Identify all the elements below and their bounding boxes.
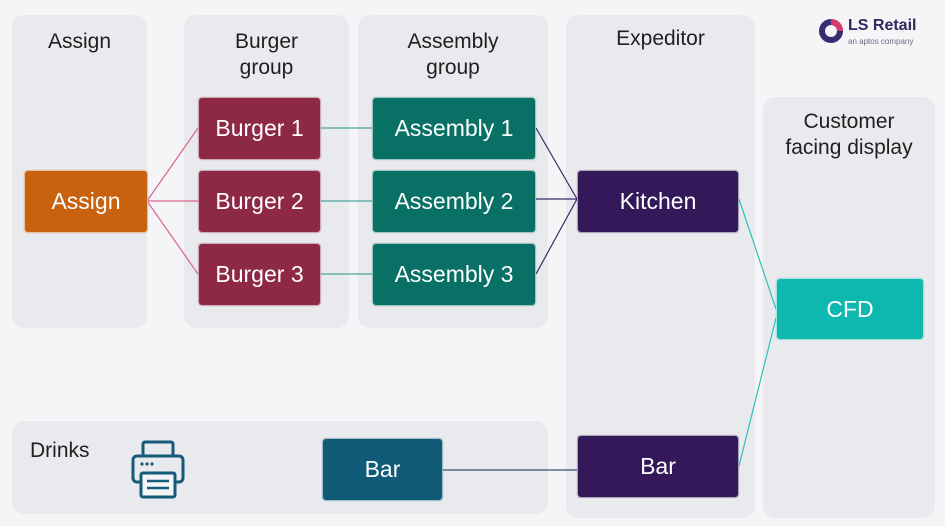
drinks-bar-node[interactable]: Bar — [322, 438, 443, 501]
ls-retail-logo: LS Retail an aptos company — [818, 16, 928, 52]
assign-panel-title: Assign — [47, 30, 112, 53]
kitchen-node[interactable]: Kitchen — [577, 170, 739, 233]
link-kitchen-cfd — [738, 198, 777, 310]
logo-name: LS Retail — [848, 17, 917, 34]
burger-1-node[interactable]: Burger 1 — [198, 97, 321, 160]
link-assembly3-kitchen — [535, 198, 578, 275]
expeditor-panel: Expeditor — [566, 15, 755, 518]
ls-retail-logo-icon — [819, 19, 843, 43]
link-assign-burger1 — [146, 127, 199, 202]
logo-tagline: an aptos company — [848, 37, 914, 46]
assembly-1-node[interactable]: Assembly 1 — [372, 97, 536, 160]
expeditor-bar-node[interactable]: Bar — [577, 435, 739, 498]
assign-node[interactable]: Assign — [24, 170, 148, 233]
link-assign-burger3 — [146, 200, 199, 275]
printer-icon — [131, 440, 185, 499]
expeditor-panel-title: Expeditor — [616, 27, 705, 50]
customer-display-panel-title: Customer facing display — [785, 110, 913, 159]
link-assembly1-kitchen — [535, 127, 578, 200]
burger-group-panel-title: Burger group — [234, 30, 299, 79]
burger-2-node[interactable]: Burger 2 — [198, 170, 321, 233]
cfd-node[interactable]: CFD — [776, 278, 924, 340]
drinks-panel: Drinks — [12, 421, 548, 514]
burger-3-node[interactable]: Burger 3 — [198, 243, 321, 306]
assembly-group-panel-title: Assembly group — [407, 30, 499, 79]
assembly-3-node[interactable]: Assembly 3 — [372, 243, 536, 306]
drinks-panel-title: Drinks — [30, 439, 90, 462]
link-expeditor-bar-cfd — [738, 317, 777, 467]
assembly-2-node[interactable]: Assembly 2 — [372, 170, 536, 233]
